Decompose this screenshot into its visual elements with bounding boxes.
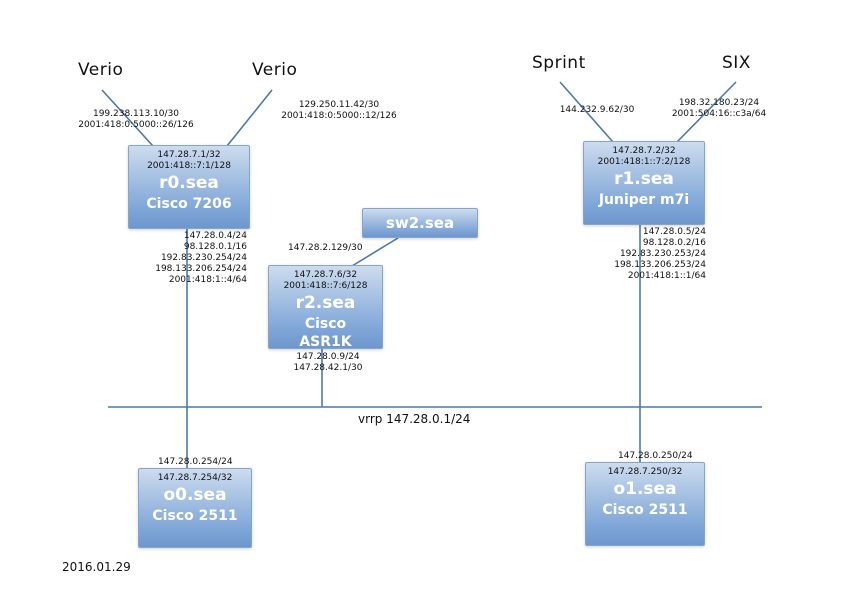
r0-model: Cisco 7206 — [146, 196, 232, 212]
o0-lan-ip: 147.28.0.254/24 — [158, 457, 233, 467]
r0-loopback-v4: 147.28.7.1/32 — [157, 150, 221, 160]
uplink-verio2-v6: 2001:418:0:5000::12/126 — [281, 111, 397, 121]
r0-interface: 192.83.230.254/24 — [160, 253, 247, 263]
uplink-six-v4: 198.32.180.23/24 — [678, 98, 760, 108]
r1-interface-list: 147.28.0.5/24 98.128.0.2/16 192.83.230.2… — [598, 227, 706, 282]
link-verio2-r0 — [226, 89, 273, 147]
o1-name: o1.sea — [613, 479, 677, 499]
r0-loopback-v6: 2001:418::7:1/128 — [147, 161, 231, 171]
r0-interface: 198.133.206.254/24 — [155, 264, 247, 274]
r2-model-line2: ASR1K — [299, 334, 352, 350]
o1-lan-ip: 147.28.0.250/24 — [618, 451, 693, 461]
o0-name: o0.sea — [163, 485, 227, 505]
provider-sprint: Sprint — [532, 53, 586, 73]
vrrp-bus-label: vrrp 147.28.0.1/24 — [358, 412, 471, 426]
node-sw2: sw2.sea — [362, 208, 478, 238]
r1-model: Juniper m7i — [598, 192, 690, 208]
r2-loopback-v4: 147.28.7.6/32 — [293, 270, 358, 280]
r1-name: r1.sea — [614, 169, 674, 189]
r2-loopback-v6: 2001:418::7:6/128 — [283, 281, 368, 291]
o0-model: Cisco 2511 — [152, 508, 238, 524]
sw2-name: sw2.sea — [385, 214, 455, 232]
r1-interface: 2001:418:1::1/64 — [627, 271, 706, 281]
uplink-verio1-v6: 2001:418:0:5000::26/126 — [78, 120, 194, 130]
r2-name: r2.sea — [295, 293, 356, 313]
r2-model-line1: Cisco — [304, 316, 347, 332]
r1-interface: 198.133.206.253/24 — [614, 260, 706, 270]
provider-six: SIX — [722, 53, 751, 73]
provider-verio-2: Verio — [252, 60, 298, 80]
r2-interface: 147.28.0.9/24 — [296, 352, 360, 362]
r1-loopback-v6: 2001:418:1::7:2/128 — [597, 157, 691, 167]
uplink-ips-verio2: 129.250.11.42/30 2001:418:0:5000::12/126 — [273, 100, 405, 122]
provider-verio-1: Verio — [78, 60, 124, 80]
r0-interface: 98.128.0.1/16 — [183, 242, 247, 252]
r1-interface: 98.128.0.2/16 — [642, 238, 706, 248]
node-o0: 147.28.7.254/32 o0.sea Cisco 2511 — [138, 468, 252, 548]
r0-name: r0.sea — [159, 173, 219, 193]
uplink-six-v6: 2001:504:16::c3a/64 — [671, 109, 767, 119]
o0-loopback: 147.28.7.254/32 — [157, 473, 233, 483]
uplink-sprint-v4: 144.232.9.62/30 — [559, 105, 635, 115]
r0-interface-list: 147.28.0.4/24 98.128.0.1/16 192.83.230.2… — [132, 231, 247, 286]
node-r2: 147.28.7.6/32 2001:418::7:6/128 r2.sea C… — [268, 265, 383, 350]
uplink-ips-verio1: 199.238.113.10/30 2001:418:0:5000::26/12… — [70, 109, 202, 131]
uplink-verio1-v4: 199.238.113.10/30 — [92, 109, 180, 119]
r1-loopback-v4: 147.28.7.2/32 — [612, 146, 676, 156]
r2-interface: 147.28.42.1/30 — [293, 363, 363, 373]
r0-interface: 147.28.0.4/24 — [183, 231, 247, 241]
node-r0: 147.28.7.1/32 2001:418::7:1/128 r0.sea C… — [128, 145, 250, 229]
uplink-ips-six: 198.32.180.23/24 2001:504:16::c3a/64 — [660, 98, 778, 120]
node-o1: 147.28.7.250/32 o1.sea Cisco 2511 — [585, 462, 705, 546]
o1-model: Cisco 2511 — [602, 502, 688, 518]
uplink-verio2-v4: 129.250.11.42/30 — [298, 100, 380, 110]
r1-interface: 147.28.0.5/24 — [642, 227, 706, 237]
r2-interface-list: 147.28.0.9/24 147.28.42.1/30 — [283, 352, 373, 374]
o1-loopback: 147.28.7.250/32 — [607, 467, 683, 477]
r2-uplink-ip: 147.28.2.129/30 — [288, 243, 363, 253]
diagram-date: 2016.01.29 — [62, 560, 131, 574]
r1-interface: 192.83.230.253/24 — [619, 249, 706, 259]
node-r1: 147.28.7.2/32 2001:418:1::7:2/128 r1.sea… — [583, 141, 705, 225]
r0-interface: 2001:418:1::4/64 — [168, 275, 247, 285]
uplink-ips-sprint: 144.232.9.62/30 — [552, 105, 642, 116]
